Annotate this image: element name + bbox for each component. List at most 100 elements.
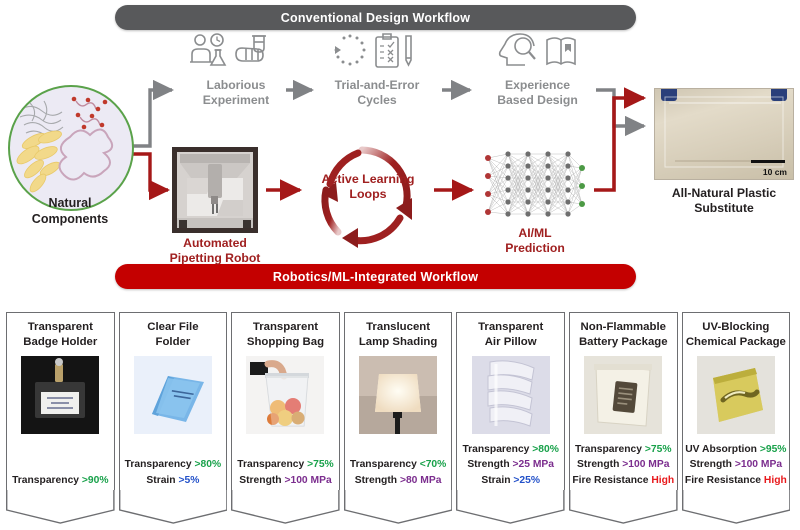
product-card-title-line2: Shopping Bag: [246, 336, 325, 349]
product-card-pointer: [231, 490, 340, 524]
product-spec-label: Transparency: [462, 443, 530, 455]
robotics-workflow-banner: Robotics/ML-Integrated Workflow: [115, 264, 636, 289]
product-card-title-line2: Folder: [155, 336, 191, 349]
product-card-title-line1: Transparent: [27, 321, 93, 333]
product-spec-label: Transparency: [237, 459, 305, 471]
file-folder-photo: [133, 356, 212, 434]
product-spec-value: >80%: [194, 459, 222, 471]
product-spec-value: >5%: [178, 474, 200, 486]
clipboard-cycle-icon: [332, 32, 422, 70]
product-spec-value: >100 MPa: [284, 474, 332, 486]
product-spec-row: Transparency >80%: [457, 442, 564, 457]
product-spec-value: >100 MPa: [734, 459, 783, 471]
product-spec-value: >75%: [307, 459, 334, 471]
uv-package-photo: [696, 356, 775, 434]
product-spec-value: >75%: [644, 443, 672, 455]
product-spec-row: Strain >5%: [120, 473, 227, 488]
product-card-title-line2: Chemical Package: [685, 336, 786, 349]
product-spec-value: <70%: [419, 459, 447, 471]
product-spec-row: Fire Resistance High: [570, 473, 677, 488]
conventional-workflow-banner: Conventional Design Workflow: [115, 5, 636, 30]
product-spec-value: High: [651, 474, 675, 486]
product-card-title-line2: Lamp Shading: [358, 336, 438, 349]
product-card-pointer: [569, 490, 678, 524]
active-learning-loops-label: Active Learning Loops: [321, 172, 415, 202]
head-magnifier-book-icon: [495, 32, 579, 70]
arrow-nn-to-output: [594, 87, 647, 192]
product-spec-value: High: [763, 474, 787, 486]
robotics-workflow-banner-label: Robotics/ML-Integrated Workflow: [272, 269, 479, 284]
product-spec-label: Fire Resistance: [684, 474, 762, 486]
product-spec-row: Strength >100 MPa: [683, 457, 790, 472]
product-card-title-line1: Transparent: [252, 321, 319, 333]
product-card-title-line2: Air Pillow: [484, 336, 537, 349]
product-card-title-line1: Translucent: [366, 321, 431, 333]
battery-package-photo: [584, 356, 663, 434]
scale-bar-line: [751, 160, 785, 163]
product-spec-row: Strength >80 MPa: [345, 473, 452, 488]
product-card-pointer: [6, 490, 115, 524]
product-spec-row: Strength >100 MPa: [570, 457, 677, 472]
product-spec-row: Transparency >90%: [7, 473, 114, 488]
product-card-pointer: [344, 490, 453, 524]
product-spec-label: UV Absorption: [685, 443, 757, 455]
natural-components-label: Natural Components: [31, 196, 109, 226]
all-natural-plastic-substitute-label: All-Natural Plastic Substitute: [671, 186, 777, 215]
product-card-specs: Transparency >80%Strain >5%: [120, 457, 227, 488]
arrow-circle-to-laborious: [132, 79, 175, 148]
laborious-experiment-label: Laborious Experiment: [202, 78, 270, 107]
product-card-specs: Transparency >75% Strength >100 MPa: [232, 457, 339, 488]
product-spec-value: >100 MPa: [622, 459, 670, 471]
product-spec-label: Strength: [239, 474, 282, 486]
product-spec-label: Transparency: [124, 459, 192, 471]
product-spec-value: >25 MPa: [512, 459, 555, 471]
workflow-connectors: [132, 79, 647, 201]
badge-holder-photo: [21, 356, 100, 434]
product-card-title-line1: UV-Blocking: [702, 321, 770, 333]
product-card-pointer: [682, 490, 791, 524]
neural-network-icon: [482, 148, 588, 224]
air-pillow-photo: [471, 356, 550, 434]
experience-based-design-label: Experience Based Design: [497, 78, 578, 107]
product-spec-label: Strength: [354, 474, 398, 486]
product-spec-row: UV Absorption >95%: [683, 442, 790, 457]
product-spec-row: Transparency >80%: [120, 457, 227, 472]
product-card-title-line1: Transparent: [478, 321, 544, 333]
product-card-title-line1: Clear File: [147, 321, 199, 333]
product-spec-row: Strength >25 MPa: [457, 457, 564, 472]
product-card-specs: Transparency <70%Strength >80 MPa: [345, 457, 452, 488]
product-card-specs: Transparency >90%: [7, 473, 114, 488]
scale-bar-label: 10 cm: [762, 167, 787, 177]
arrow-circle-to-robot: [132, 152, 171, 201]
arrow-experience-to-output: [596, 88, 647, 137]
product-spec-label: Strength: [577, 459, 620, 471]
product-spec-label: Fire Resistance: [572, 474, 649, 486]
shopping-bag-photo: [246, 356, 325, 434]
lamp-shade-photo: [359, 356, 438, 434]
product-spec-label: Transparency: [575, 443, 642, 455]
product-spec-row: Strength >100 MPa: [232, 473, 339, 488]
automated-pipetting-robot-label: Automated Pipetting Robot: [169, 236, 261, 265]
product-spec-value: >80 MPa: [399, 474, 442, 486]
ai-ml-prediction-label: AI/ML Prediction: [505, 226, 565, 255]
product-spec-value: >95%: [759, 443, 787, 455]
product-spec-row: Fire Resistance High: [683, 473, 790, 488]
product-spec-label: Strain: [481, 474, 511, 486]
